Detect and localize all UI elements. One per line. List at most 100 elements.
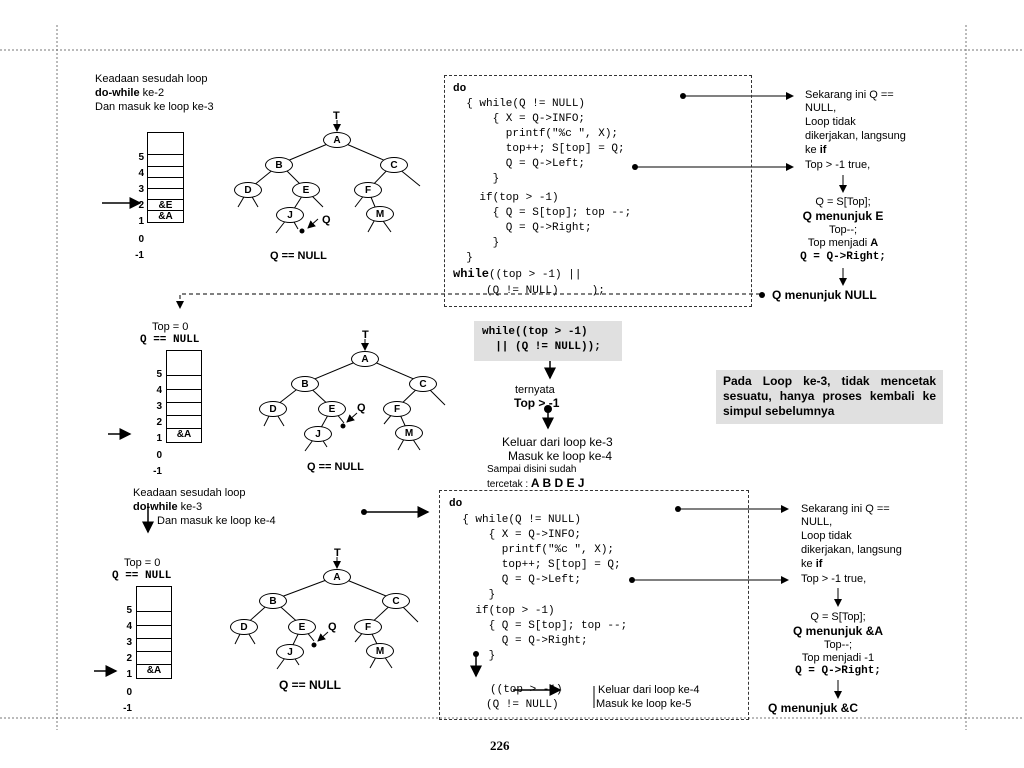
stack2-cell-3	[167, 389, 201, 402]
stack2-index-neg1: -1	[153, 466, 162, 477]
note1-topnow: Top menjadi A	[763, 237, 923, 250]
stack3-cell-2	[137, 638, 171, 651]
code2-do: do	[449, 498, 463, 510]
code1-line-9: Q = Q->Right;	[453, 222, 592, 234]
note2-line-5: ke if	[801, 558, 822, 571]
code1-line-5: Q = Q->Left;	[453, 158, 586, 170]
code1-line-8: { Q = S[top]; top --;	[453, 207, 632, 219]
stack2-cell-2	[167, 402, 201, 415]
stack1-cell-4	[148, 166, 183, 177]
code2-line-4: top++; S[top] = Q;	[449, 559, 621, 571]
note1-topnow-text: Top menjadi	[807, 237, 871, 249]
code2-masuk: Masuk ke loop ke-5	[596, 698, 692, 710]
code1-line-3: printf("%c ", X);	[453, 128, 619, 140]
state3-caption1: Keadaan sesudah loop	[133, 487, 246, 499]
note1-topdec: Top--;	[828, 224, 858, 236]
stack1-index-4: 4	[138, 168, 144, 179]
note1-if: if	[819, 144, 827, 156]
note2-cond: Top > -1 true,	[801, 573, 867, 585]
stack3-cell-3	[137, 625, 171, 638]
note2-qright: Q = Q->Right;	[795, 665, 881, 677]
tree3-q-pointer: Q	[328, 621, 337, 633]
stack2-cell-0: &A	[167, 428, 201, 441]
info-box-text: Pada Loop ke-3, tidak mencetak sesuatu, …	[723, 374, 936, 418]
stack1-index-1: 1	[138, 216, 144, 227]
tree2-q-pointer: Q	[357, 402, 366, 414]
tree1-node-f: F	[354, 182, 382, 198]
stack2-cell-4	[167, 376, 201, 389]
stack1-index-5: 5	[138, 152, 144, 163]
state3-q-null: Q == NULL	[112, 570, 172, 582]
state1-caption2-bold: do-while	[95, 87, 140, 99]
stack2-index-4: 4	[156, 385, 162, 396]
code1-do: do	[453, 83, 467, 95]
code2-line-10: }	[449, 650, 496, 662]
note1-ke: ke	[805, 144, 820, 156]
code2-line-6: }	[449, 589, 496, 601]
stack2-index-1: 1	[156, 433, 162, 444]
note1-line-2: NULL,	[805, 102, 837, 114]
stack3-cell-0: &A	[137, 664, 171, 677]
stack1-index-2: 2	[138, 200, 144, 211]
code1-line-6: }	[453, 173, 500, 185]
state1-caption1: Keadaan sesudah loop	[95, 73, 208, 85]
tree1-node-m: M	[366, 206, 394, 222]
page-number: 226	[490, 738, 510, 753]
code1-line-4: top++; S[top] = Q;	[453, 143, 625, 155]
note2-line-1: Sekarang ini Q ==	[801, 503, 890, 515]
stack1-index-neg1: -1	[135, 250, 144, 261]
tree2-node-e: E	[318, 401, 346, 417]
tree2-node-b: B	[291, 376, 319, 392]
tree3-node-c: C	[382, 593, 410, 609]
note1-qs: Q = S[Top];	[815, 196, 871, 208]
note2-topdec: Top--;	[823, 639, 853, 651]
tree1-q-pointer: Q	[322, 214, 331, 226]
code1-line-10: }	[453, 237, 500, 249]
code2-line-9: Q = Q->Right;	[449, 635, 588, 647]
tree1-node-a: A	[323, 132, 351, 148]
code2-line-5: Q = Q->Left;	[449, 574, 582, 586]
code1-line-11: }	[453, 252, 473, 264]
tree3-node-d: D	[230, 619, 258, 635]
code-box-1	[444, 75, 752, 307]
state1-caption3: Dan masuk ke loop ke-3	[95, 101, 214, 113]
state1-caption2: do-while ke-2	[95, 87, 164, 100]
state2-q-null: Q == NULL	[140, 334, 200, 346]
tree2-node-m: M	[395, 425, 423, 441]
code2-last-line: (Q != NULL)	[453, 699, 559, 711]
stack1-cell-0: &A	[148, 210, 183, 222]
tree3-node-f: F	[354, 619, 382, 635]
state1-caption2-rest: ke-2	[139, 87, 165, 99]
tercetak-line: tercetak : A B D E J	[487, 477, 584, 491]
tree3-node-j: J	[276, 644, 304, 660]
tercetak-values: A B D E J	[530, 476, 585, 490]
stack1-cell-3	[148, 177, 183, 188]
stack2-index-2: 2	[156, 417, 162, 428]
note2-if: if	[815, 558, 823, 570]
stack2-cell-1	[167, 415, 201, 428]
while-cond-line-2: || (Q != NULL));	[482, 341, 601, 353]
code1-line-1: { while(Q != NULL)	[453, 98, 586, 110]
stack1-cell-5	[148, 155, 183, 166]
tree1-node-c: C	[380, 157, 408, 173]
note1-qnull: Q menunjuk NULL	[772, 288, 877, 302]
code1-while-rest: ((top > -1) ||	[489, 269, 582, 281]
stack1-cell-1: &E	[148, 199, 183, 211]
note2-qpoint: Q menunjuk &A	[792, 624, 883, 638]
note2-line-2: NULL,	[801, 516, 833, 528]
code-box-2	[439, 490, 749, 720]
tercetak-label: tercetak :	[487, 479, 531, 490]
tree1-node-b: B	[265, 157, 293, 173]
stack3-index-0: 0	[126, 687, 132, 698]
while-cond-line-1: while((top > -1)	[482, 326, 588, 338]
stack1-index-0: 0	[138, 234, 144, 245]
top-result-label: Top > -1	[514, 396, 560, 410]
tree2-node-c: C	[409, 376, 437, 392]
stack3-index-4: 4	[126, 621, 132, 632]
stack3-index-5: 5	[126, 605, 132, 616]
note1-qpoint: Q menunjuk E	[802, 209, 884, 223]
note1-line-1: Sekarang ini Q ==	[805, 89, 894, 101]
tree3-t-label: T	[334, 547, 341, 559]
stack3-index-3: 3	[126, 637, 132, 648]
state1-q-label: Q == NULL	[270, 250, 327, 262]
